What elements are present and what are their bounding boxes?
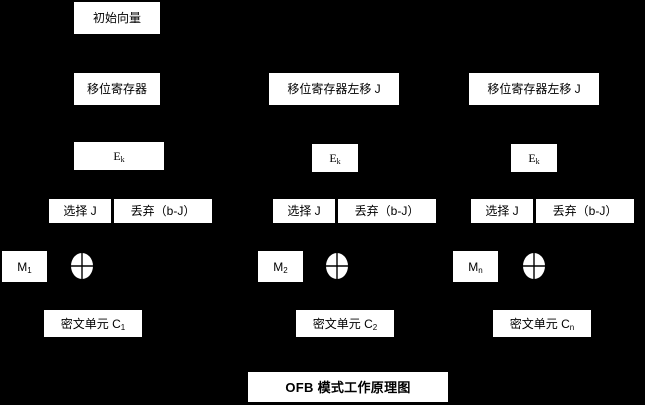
shift-register-label-stage-1: 移位寄存器 — [86, 82, 147, 96]
encrypt-box-stage-2: Ek — [312, 144, 358, 172]
xor-operator-stage-n — [522, 252, 546, 280]
diagram-title-label: OFB 模式工作原理图 — [285, 379, 411, 395]
shift-register-box-stage-2: 移位寄存器左移 J — [269, 73, 399, 105]
ciphertext-label-stage-2: 密文单元 C2 — [312, 316, 378, 332]
ciphertext-label-sub-stage-n: n — [569, 322, 575, 332]
ciphertext-box-stage-1: 密文单元 C1 — [44, 310, 142, 337]
encrypt-label-sub-stage-1: k — [120, 155, 125, 164]
diagram-title-box: OFB 模式工作原理图 — [248, 372, 448, 402]
select-label-stage-n: 选择 J — [485, 204, 519, 218]
shift-register-label-stage-n: 移位寄存器左移 J — [487, 82, 581, 96]
ciphertext-label-text-stage-1: 密文单元 C — [60, 316, 121, 331]
discard-box-stage-1: 丢弃（b-J） — [114, 199, 212, 223]
discard-box-stage-n: 丢弃（b-J） — [536, 199, 634, 223]
shift-register-box-stage-n: 移位寄存器左移 J — [469, 73, 599, 105]
ciphertext-label-text-stage-2: 密文单元 C — [312, 316, 373, 331]
ciphertext-label-stage-n: 密文单元 Cn — [509, 316, 575, 332]
shift-register-label-stage-2: 移位寄存器左移 J — [287, 82, 381, 96]
encrypt-label-text-stage-2: E — [329, 151, 337, 165]
initial-vector-label: 初始向量 — [92, 11, 141, 25]
ciphertext-box-stage-n: 密文单元 Cn — [493, 310, 591, 337]
discard-label-stage-2: 丢弃（b-J） — [354, 204, 420, 218]
plaintext-label-sub-stage-2: 2 — [283, 265, 288, 275]
encrypt-label-text-stage-1: E — [113, 149, 121, 163]
xor-operator-stage-1 — [70, 252, 94, 280]
ciphertext-label-stage-1: 密文单元 C1 — [60, 316, 126, 332]
plaintext-box-stage-n: Mn — [453, 251, 498, 282]
encrypt-label-text-stage-n: E — [528, 151, 536, 165]
plaintext-label-text-stage-1: M — [17, 259, 28, 274]
shift-register-box-stage-1: 移位寄存器 — [74, 73, 160, 105]
initial-vector-box: 初始向量 — [74, 2, 160, 34]
plaintext-label-text-stage-n: M — [468, 259, 479, 274]
select-label-stage-1: 选择 J — [63, 204, 97, 218]
plaintext-label-text-stage-2: M — [273, 259, 284, 274]
encrypt-label-sub-stage-2: k — [336, 157, 341, 166]
encrypt-label-stage-n: Ek — [528, 151, 540, 166]
ciphertext-label-sub-stage-2: 2 — [372, 322, 378, 332]
select-box-stage-2: 选择 J — [273, 199, 335, 223]
select-box-stage-1: 选择 J — [49, 199, 111, 223]
discard-label-stage-1: 丢弃（b-J） — [130, 204, 196, 218]
xor-operator-stage-2 — [325, 252, 349, 280]
plaintext-box-stage-1: M1 — [2, 251, 47, 282]
plaintext-box-stage-2: M2 — [258, 251, 303, 282]
ciphertext-label-text-stage-n: 密文单元 C — [509, 316, 570, 331]
encrypt-label-stage-1: Ek — [113, 149, 125, 164]
plaintext-label-sub-stage-n: n — [478, 265, 483, 275]
select-label-stage-2: 选择 J — [287, 204, 321, 218]
plaintext-label-stage-n: Mn — [468, 259, 483, 275]
ciphertext-label-sub-stage-1: 1 — [120, 322, 126, 332]
encrypt-box-stage-n: Ek — [511, 144, 557, 172]
encrypt-box-stage-1: Ek — [74, 142, 164, 170]
select-box-stage-n: 选择 J — [471, 199, 533, 223]
plaintext-label-sub-stage-1: 1 — [27, 265, 32, 275]
discard-box-stage-2: 丢弃（b-J） — [338, 199, 436, 223]
ciphertext-box-stage-2: 密文单元 C2 — [296, 310, 394, 337]
discard-label-stage-n: 丢弃（b-J） — [552, 204, 618, 218]
plaintext-label-stage-2: M2 — [273, 259, 288, 275]
encrypt-label-sub-stage-n: k — [535, 157, 540, 166]
encrypt-label-stage-2: Ek — [329, 151, 341, 166]
plaintext-label-stage-1: M1 — [17, 259, 32, 275]
